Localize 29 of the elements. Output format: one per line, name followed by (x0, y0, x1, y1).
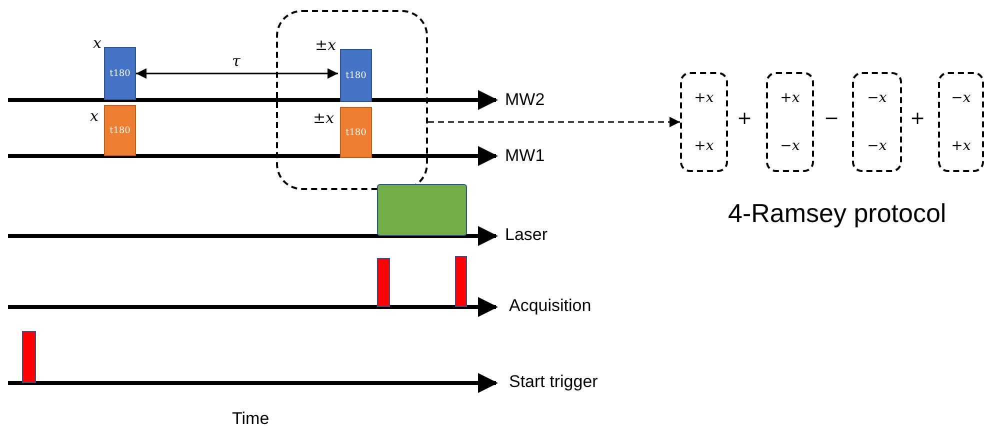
microwave-pulse: t180 (104, 105, 136, 156)
channel-label: Laser (505, 225, 548, 245)
double-arrow (136, 68, 338, 79)
operator-sign: + (910, 108, 926, 129)
arrow (428, 116, 680, 128)
microwave-pulse: t180 (340, 107, 372, 158)
dashed-phase-box: −x +x (938, 72, 984, 172)
acquisition-pulse (377, 258, 390, 307)
protocol-title: 4-Ramsey protocol (728, 198, 946, 229)
dashed-selection-box (276, 10, 428, 190)
operator-sign: + (737, 108, 752, 129)
channel-label: MW1 (505, 146, 545, 166)
dashed-phase-box: +x −x (766, 72, 814, 172)
operator-sign: − (824, 108, 840, 129)
phase-label: ±x (313, 109, 334, 127)
channel-label: Acquisition (509, 296, 592, 316)
dashed-phase-box: −x −x (852, 72, 902, 172)
laser-pulse (377, 184, 467, 236)
channel-label: Start trigger (509, 372, 598, 392)
acquisition-pulse (455, 256, 467, 307)
channel-label: MW2 (505, 90, 545, 110)
dashed-phase-box: +x +x (680, 72, 728, 172)
microwave-pulse: t180 (340, 49, 372, 102)
trigger-pulse (22, 331, 36, 383)
phase-label: x (90, 107, 98, 125)
phase-label: x (93, 34, 102, 52)
phase-label: ±x (315, 36, 336, 54)
axis-label: Time (232, 409, 270, 429)
microwave-pulse: t180 (104, 47, 136, 100)
